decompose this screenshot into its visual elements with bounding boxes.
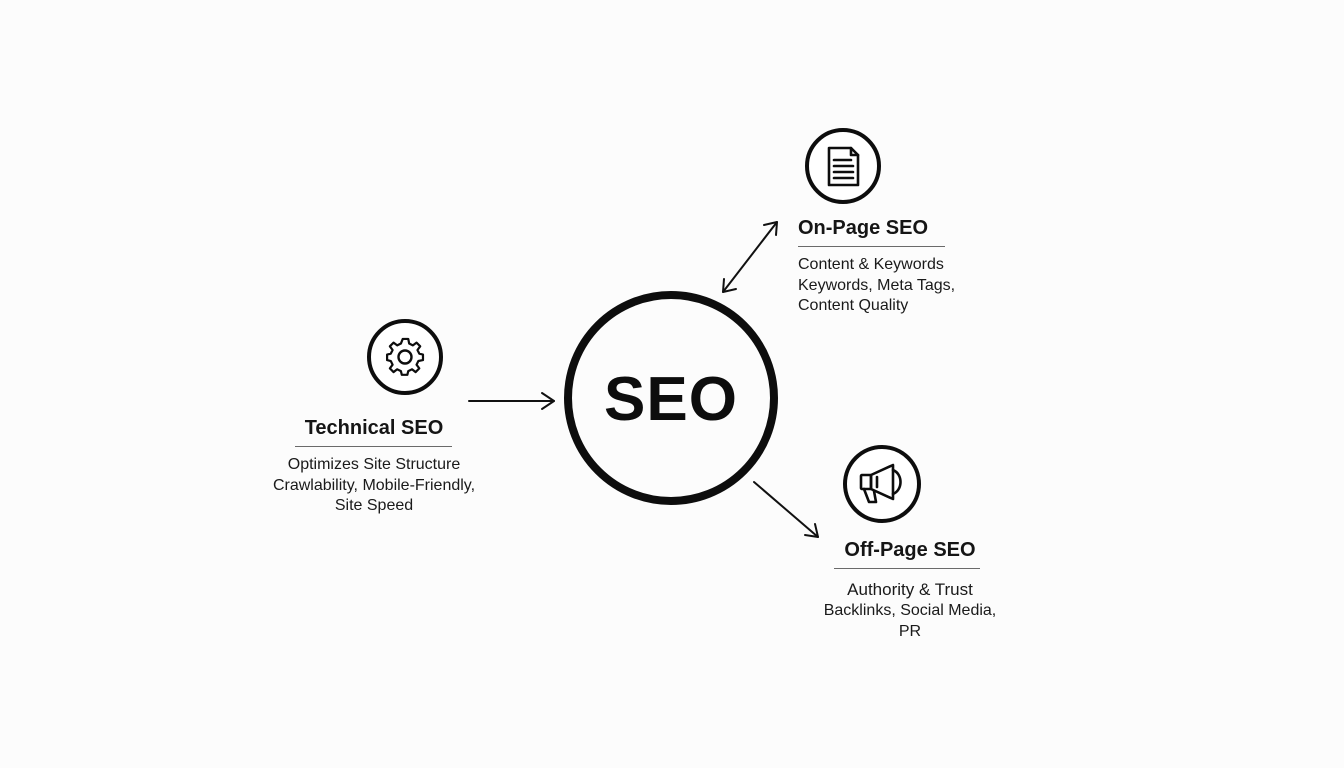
- technical-seo-title: Technical SEO: [304, 417, 444, 439]
- arrow-seo-to-offpage: [753, 481, 819, 538]
- arrow-seo-onpage-bidirectional: [722, 221, 778, 293]
- off-page-seo-subtitle: Authority & Trust: [847, 580, 973, 599]
- technical-seo-line: Crawlability, Mobile-Friendly,: [272, 476, 476, 494]
- on-page-seo-divider: [798, 246, 945, 247]
- off-page-seo-line: PR: [898, 622, 922, 640]
- arrow-technical-to-seo: [468, 392, 555, 410]
- seo-center-label: SEO: [604, 365, 738, 434]
- off-page-seo-line: Backlinks, Social Media,: [823, 602, 997, 619]
- off-page-seo-divider: [834, 568, 980, 569]
- off-page-seo-title: Off-Page SEO: [844, 539, 976, 561]
- document-icon: [805, 128, 881, 204]
- on-page-seo-title: On-Page SEO: [798, 217, 929, 239]
- gear-icon: [367, 319, 443, 395]
- on-page-seo-node: On-Page SEO Content & Keywords Keywords,…: [798, 216, 998, 317]
- on-page-seo-line: Content & Keywords: [798, 256, 944, 273]
- technical-seo-node: Technical SEO Optimizes Site Structure C…: [264, 416, 484, 517]
- off-page-seo-node: Off-Page SEO Authority & Trust Backlinks…: [810, 538, 1010, 642]
- technical-seo-line: Site Speed: [334, 497, 414, 514]
- technical-seo-divider: [295, 446, 452, 447]
- on-page-seo-line: Content Quality: [798, 297, 909, 314]
- seo-center-circle: [564, 291, 778, 505]
- on-page-seo-line: Keywords, Meta Tags,: [798, 276, 956, 294]
- megaphone-icon: [843, 445, 921, 523]
- technical-seo-line: Optimizes Site Structure: [287, 456, 461, 473]
